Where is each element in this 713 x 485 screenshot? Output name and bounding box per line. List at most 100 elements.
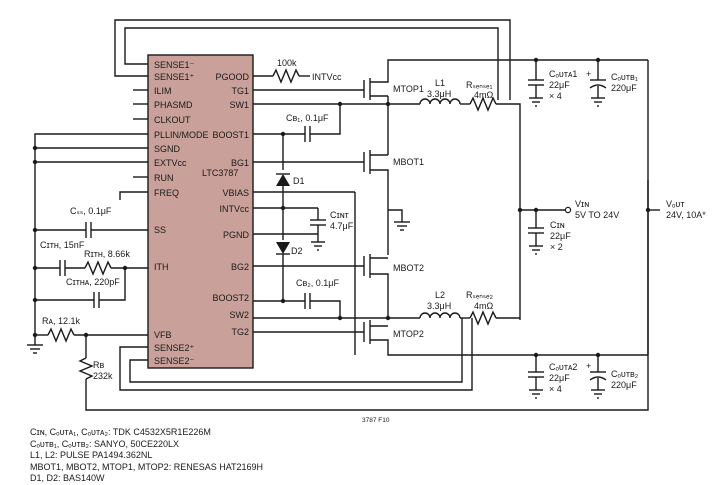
note-line: L1, L2: PULSE PA1494.362NL — [30, 450, 153, 460]
pin-tg2: TG2 — [231, 327, 249, 337]
cb2-label: Cʙ₂, 0.1μF — [296, 278, 339, 288]
pin-phasmd: PHASMD — [154, 100, 193, 110]
pin-sgnd: SGND — [154, 144, 181, 154]
cin-label: Cɪɴ — [550, 220, 565, 230]
channel2-bottom: MBOT2 — [253, 254, 424, 318]
pin-bg1: BG1 — [231, 158, 249, 168]
ra-label: Rᴀ, 12.1k — [42, 316, 80, 326]
sense1-traces — [114, 19, 511, 100]
mbot2-label: MBOT2 — [393, 263, 424, 273]
mtop2-label: MTOP2 — [393, 329, 424, 339]
coutb2-plus: + — [586, 361, 591, 371]
cb1-capacitor: Cʙ₁, 0.1μF — [253, 104, 341, 142]
vout-value: 24V, 10A* — [666, 210, 706, 220]
note-line: Cɪɴ, Cₒᴜᴛᴀ₁, Cₒᴜᴛᴀ₂: TDK C4532X5R1E226M — [30, 427, 211, 437]
cin-value: 22μF — [550, 231, 571, 241]
pin-sense2-plus: SENSE2⁺ — [154, 343, 195, 353]
component-notes: Cɪɴ, Cₒᴜᴛᴀ₁, Cₒᴜᴛᴀ₂: TDK C4532X5R1E226M … — [30, 427, 263, 485]
couta2-mult: × 4 — [549, 384, 562, 394]
l1-label: L1 — [435, 78, 445, 88]
pgood-resistor: 100k INTVᴄᴄ — [253, 58, 342, 84]
output-caps-bottom: + Cₒᴜᴛᴀ2 22μF × 4 Cₒᴜᴛʙ₂ 220μF — [528, 352, 639, 399]
pin-sw1: SW1 — [229, 100, 249, 110]
pin-clkout: CLKOUT — [154, 115, 191, 125]
pin-pllin-mode: PLLIN/MODE — [154, 130, 209, 140]
css-label: Cₛₛ, 0.1μF — [70, 206, 112, 216]
pin-boost2: BOOST2 — [212, 293, 249, 303]
vout-label: Vₒᴜᴛ — [666, 199, 684, 209]
pin-ss: SS — [154, 225, 166, 235]
mbot1-label: MBOT1 — [393, 157, 424, 167]
ic-right-pins: PGOOD TG1 SW1 BOOST1 BG1 VBIAS INTVᴄᴄ PG… — [212, 72, 249, 337]
l2-label: L2 — [435, 290, 445, 300]
cith-label: Cɪᴛʜ, 15nF — [40, 240, 85, 250]
vin-value: 5V TO 24V — [575, 210, 619, 220]
couta1-label: Cₒᴜᴛᴀ1 — [549, 69, 577, 79]
pin-boost1: BOOST1 — [212, 130, 249, 140]
inductor-l1: L1 3.3μH Rₛₑₙₛₑ₁ 4mΩ — [388, 78, 523, 320]
diodes-intvcc: D1 D2 — [253, 134, 356, 355]
rsense1-value: 4mΩ — [474, 90, 494, 100]
pin-extvcc: EXTVᴄᴄ — [154, 158, 187, 168]
output-caps-top: + Cₒᴜᴛᴀ1 22μF × 4 Cₒᴜᴛʙ₁ 220μF — [528, 57, 638, 107]
l1-value: 3.3μH — [427, 89, 451, 99]
schematic: LTC3787 SENSE1⁻ SENSE1⁺ ILIM PHASMD CLKO… — [27, 19, 706, 424]
pin-pgnd: PGND — [223, 230, 250, 240]
pin-freq: FREQ — [154, 188, 179, 198]
pin-sense1-plus: SENSE1⁺ — [154, 72, 195, 82]
couta1-value: 22μF — [549, 80, 570, 90]
ith-network: Cɪᴛʜ, 15nF Rɪᴛʜ, 8.66k Cɪᴛʜᴀ, 220pF — [35, 240, 148, 308]
cb1-label: Cʙ₁, 0.1μF — [286, 113, 329, 123]
freq-trace — [119, 191, 148, 200]
sense2-traces — [119, 318, 473, 391]
pin-run: RUN — [154, 173, 174, 183]
pin-sw2: SW2 — [229, 310, 249, 320]
couta2-value: 22μF — [549, 373, 570, 383]
note-line: MBOT1, MBOT2, MTOP1, MTOP2: RENESAS HAT2… — [30, 461, 264, 472]
coutb2-value: 220μF — [611, 380, 637, 390]
cint-capacitor: Cɪɴᴛ 4.7μF — [253, 208, 354, 251]
citha-label: Cɪᴛʜᴀ, 220pF — [66, 277, 120, 287]
rsense2-label: Rₛₑₙₛₑ₂ — [466, 290, 493, 300]
coutb1-value: 220μF — [611, 83, 637, 93]
cint-value: 4.7μF — [330, 221, 354, 231]
rb-label: Rʙ — [93, 360, 104, 370]
pin-vfb: VFB — [154, 330, 172, 340]
power-ground — [387, 209, 410, 255]
coutb2-label: Cₒᴜᴛʙ₂ — [611, 369, 639, 379]
left-ground-bus — [27, 133, 148, 354]
d2-label: D2 — [291, 246, 303, 256]
vin-input: Vɪɴ 5V TO 24V Cɪɴ 22μF × 2 — [520, 199, 619, 255]
ic-body — [147, 54, 254, 369]
pin-tg1: TG1 — [231, 86, 249, 96]
vin-label: Vɪɴ — [575, 199, 589, 209]
couta2-label: Cₒᴜᴛᴀ2 — [549, 362, 577, 372]
channel1-bottom: MBOT1 — [253, 150, 424, 210]
r-pgood-label: 100k — [277, 58, 297, 68]
pin-intvcc: INTVᴄᴄ — [219, 204, 249, 214]
pin-bg2: BG2 — [231, 262, 249, 272]
cin-mult: × 2 — [550, 242, 563, 252]
ic-left-pins: SENSE1⁻ SENSE1⁺ ILIM PHASMD CLKOUT PLLIN… — [154, 60, 209, 366]
pin-sense2-minus: SENSE2⁻ — [154, 356, 195, 366]
pin-pgood: PGOOD — [215, 72, 249, 82]
rsense2-value: 4mΩ — [474, 301, 494, 311]
couta1-mult: × 4 — [549, 91, 562, 101]
rsense1-label: Rₛₑₙₛₑ₁ — [466, 80, 493, 90]
d1-label: D1 — [293, 176, 305, 186]
pin-ith: ITH — [154, 262, 169, 272]
intvcc-label: INTVᴄᴄ — [312, 72, 342, 82]
css-capacitor: Cₛₛ, 0.1μF — [35, 206, 148, 238]
rith-label: Rɪᴛʜ, 8.66k — [84, 249, 130, 259]
cint-label: Cɪɴᴛ — [330, 210, 349, 220]
coutb1-label: Cₒᴜᴛʙ₁ — [611, 72, 638, 82]
vout-output: Vₒᴜᴛ 24V, 10A* — [645, 60, 706, 355]
ic-name: LTC3787 — [202, 168, 238, 178]
mtop1-label: MTOP1 — [393, 84, 424, 94]
channel1-top: MTOP1 — [253, 59, 648, 155]
note-line: Cₒᴜᴛʙ₁, Cₒᴜᴛʙ₂: SANYO, 50CE220LX — [30, 438, 180, 449]
channel2-top: MTOP2 — [253, 315, 648, 356]
inductor-l2: L2 3.3μH Rₛₑₙₛₑ₂ 4mΩ — [419, 290, 520, 326]
l2-value: 3.3μH — [427, 301, 451, 311]
pin-ilim: ILIM — [154, 86, 172, 96]
